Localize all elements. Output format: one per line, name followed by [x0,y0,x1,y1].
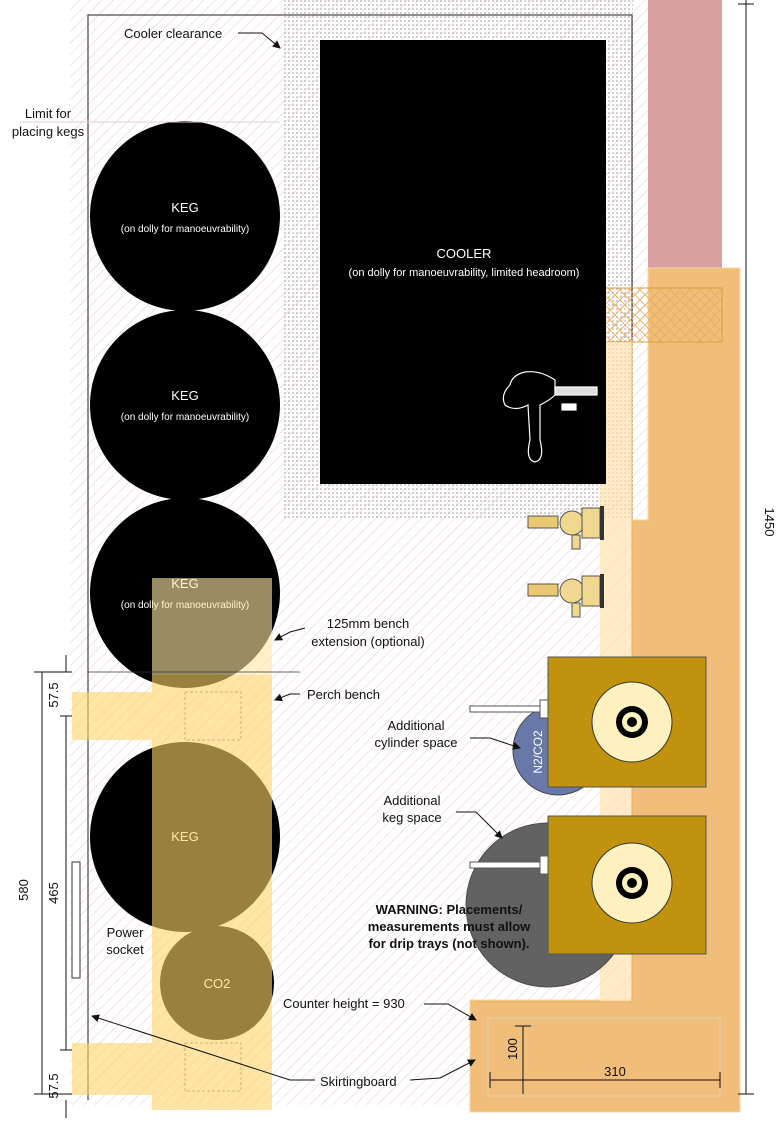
power-label-1: Power [107,925,145,940]
counter-height-leader [424,1003,477,1021]
keg-2 [90,310,280,500]
counter-inner-outline [478,340,633,1003]
cooler-clearance-label: Cooler clearance [124,26,222,41]
dim-57-bottom-label: 57.5 [46,1073,61,1098]
bench-ext-label-1: 125mm bench [327,616,409,631]
bench-ext-leader [274,627,306,641]
keg-2-label: KEG [171,388,198,403]
dim-580-label: 580 [16,879,31,901]
limit-label-1: Limit for [25,106,72,121]
dim-1450-label: 1450 [762,508,777,537]
dim-310-label: 310 [604,1064,626,1079]
dim-57-ticks [60,655,72,1118]
skirting-leader-left [91,1014,315,1081]
skirtingboard-label: Skirtingboard [320,1074,397,1089]
counter-corner [487,1017,721,1097]
keg-2-sublabel: (on dolly for manoeuvrability) [121,412,249,423]
bench-leg-top [184,691,242,741]
perch-bench-leader [274,693,300,702]
valve-icon-1 [527,506,604,550]
co2-label: CO2 [204,976,231,991]
bench-leg-bottom [184,1042,242,1092]
keg-1-label: KEG [171,200,198,215]
add-cyl-leader [470,737,521,750]
power-label-2: socket [106,942,144,957]
cooler-label: COOLER [437,246,492,261]
perch-bench [72,578,272,1110]
skirting-leader-right [409,1059,476,1081]
wall-outline [87,14,633,1100]
n2co2-label: N2/CO2 [531,730,545,774]
power-socket [71,861,81,979]
dim-310 [489,1072,721,1088]
valve-icon-2 [527,574,604,618]
cooler [320,40,606,484]
cooler-tap-icon [502,371,598,463]
tap-tower-1 [469,656,707,788]
limit-label-2: placing kegs [12,124,85,139]
warning-line-3: for drip trays (not shown). [368,936,529,951]
bench-ext-label-2: extension (optional) [311,634,424,649]
tap-tower-2 [469,815,707,955]
cooler-clearance-leader [238,32,281,49]
add-cyl-label-2: cylinder space [374,735,457,750]
add-keg-label-2: keg space [382,810,441,825]
dim-100-label: 100 [505,1038,520,1060]
keg-1 [90,121,280,311]
keg-4-label: KEG [171,829,198,844]
counter-height-label: Counter height = 930 [283,996,405,1011]
dim-465-label: 465 [46,882,61,904]
dim-100 [515,1025,531,1094]
warning-line-1: WARNING: Placements/ [376,902,523,917]
add-keg-leader [456,811,503,839]
counter-top-hatch [599,287,723,343]
add-cyl-label-1: Additional [387,718,444,733]
warning-line-2: measurements must allow [368,919,531,934]
keg-1-sublabel: (on dolly for manoeuvrability) [121,224,249,235]
cooler-sublabel: (on dolly for manoeuvrability, limited h… [349,267,580,279]
dim-1450 [738,0,754,1095]
dim-57-top-label: 57.5 [46,682,61,707]
perch-bench-label: Perch bench [307,687,380,702]
add-keg-label-1: Additional [383,793,440,808]
